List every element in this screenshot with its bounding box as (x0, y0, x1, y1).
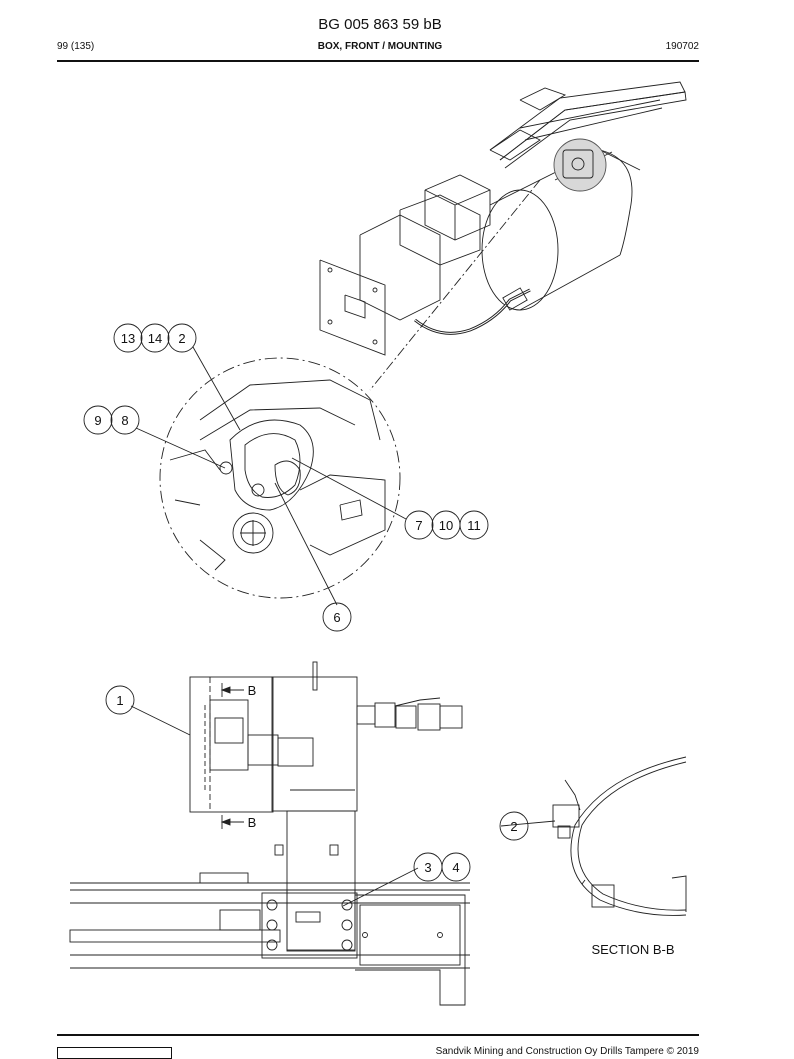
callout-leaders (130, 346, 556, 907)
callout-bubbles (83, 323, 529, 882)
callout-13: 13 (121, 331, 135, 346)
document-number: BG 005 863 59 bB (318, 16, 442, 33)
callout-7: 7 (415, 518, 422, 533)
callout-2-detail: 2 (178, 331, 185, 346)
header-rule (57, 60, 699, 62)
callout-10: 10 (439, 518, 453, 533)
section-mark-bottom-label: B (248, 815, 257, 830)
callout-14: 14 (148, 331, 162, 346)
page-info: 99 (135) (57, 41, 95, 52)
callout-1: 1 (116, 693, 123, 708)
document-code: 190702 (665, 41, 699, 52)
callout-9: 9 (94, 413, 101, 428)
page-subtitle: BOX, FRONT / MOUNTING (317, 41, 443, 52)
section-mark-top-label: B (248, 683, 257, 698)
callout-2-section: 2 (510, 819, 517, 834)
section-b-b-view (552, 756, 687, 916)
callout-3: 3 (424, 860, 431, 875)
footer-copyright: Sandvik Mining and Construction Oy Drill… (435, 1046, 699, 1057)
callout-8: 8 (121, 413, 128, 428)
callout-4: 4 (452, 860, 459, 875)
footer-rule (57, 1034, 699, 1036)
section-marker-bottom (220, 815, 244, 829)
section-label: SECTION B-B (591, 942, 674, 957)
isometric-assembly-view (319, 81, 687, 391)
section-marker-top (220, 683, 244, 697)
side-assembly-view (69, 661, 470, 1006)
detail-circle-view (159, 357, 401, 599)
callout-11: 11 (467, 518, 481, 533)
sandvik-logo (57, 1047, 172, 1059)
callout-6: 6 (333, 610, 340, 625)
